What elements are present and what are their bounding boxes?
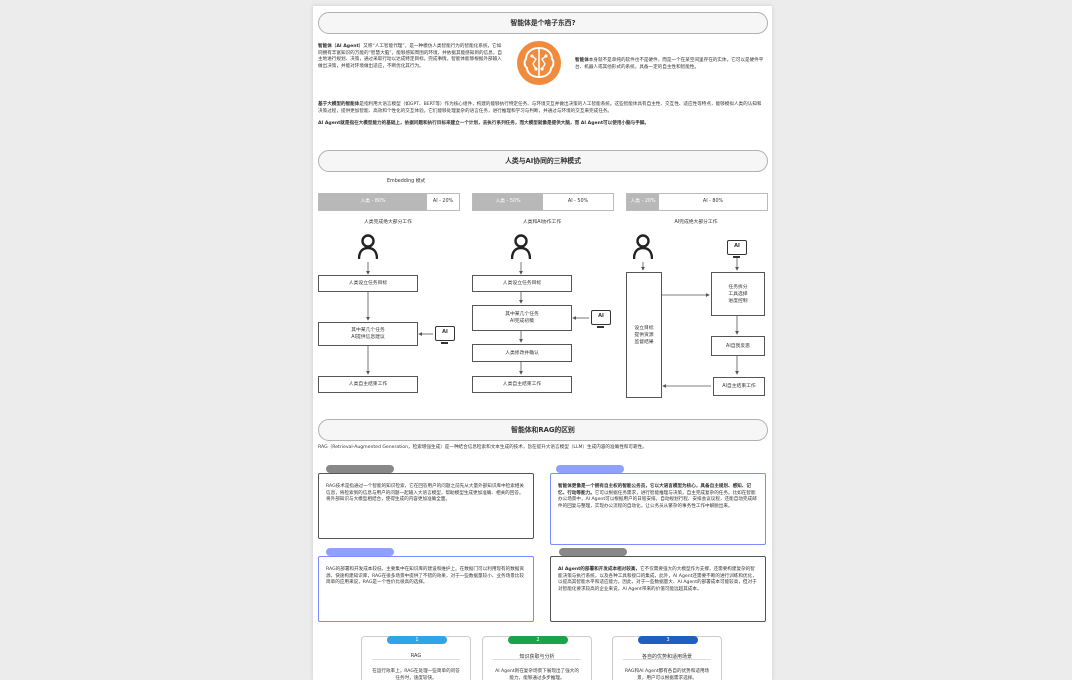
card-agent: 智能体更像是一个拥有自主权的智能公务员，它以大语言模型为核心，具备自主规划、感知… <box>550 473 766 545</box>
flow-connectors <box>366 258 739 388</box>
ratio-human-3: 人类 - 20% <box>627 194 659 210</box>
flow-box-col3-end: AI自主结束工作 <box>713 377 765 396</box>
ratio-bar-col-1: 人类 - 80% AI - 20% <box>318 193 460 211</box>
step-desc-1: 在运行效率上，RAG在处理一些简单的问答任务时，速度较快。 <box>372 669 460 680</box>
rag-intro-text: RAG（Retrieval-Augmented Generation，检索增强生… <box>318 445 647 450</box>
ratio-ai-1: AI - 20% <box>427 194 459 210</box>
step-number-2: 2 <box>508 636 568 644</box>
flow-box-col3-reflection: AI自我反思 <box>711 336 765 356</box>
section-title-agent-vs-rag: 智能体和RAG的区别 <box>318 419 768 441</box>
flow-box-col1-end: 人类自主结束工作 <box>318 376 418 393</box>
step-title-1: RAG <box>410 653 422 659</box>
ai-monitor-icon-col-1: AI <box>435 326 455 344</box>
flow-box-col3-planning: 任务拆分 工具选择 进度控制 <box>711 272 765 316</box>
step-desc-2: AI Agent则在复杂场景下展现出了强大的能力，能够通过多步推理。 <box>495 669 579 680</box>
flow-box-col1-ai-suggest: 其中某几个任务 AI提供信息建议 <box>318 322 418 346</box>
person-icon-col-2 <box>510 234 532 264</box>
flow-box-col1-start: 人类设立任务目标 <box>318 275 418 292</box>
flow-box-col2-review: 人类修改并确认 <box>472 344 572 362</box>
intro-paragraph-2: 基于大模型的智能体是指利用大语言模型（如GPT、BERT等）作为核心组件，构建的… <box>318 102 766 115</box>
ratio-bar-col-3: 人类 - 20% AI - 80% <box>626 193 768 211</box>
step-number-3: 3 <box>638 636 698 644</box>
brain-icon <box>516 40 562 86</box>
person-icon-col-1 <box>357 234 379 264</box>
intro-body-1: 又称“人工智能代理”，是一种模仿人类智能行为的智能化系统，它如同拥有丰富知识的万… <box>318 44 502 69</box>
flow-box-col2-start: 人类设立任务目标 <box>472 275 572 292</box>
step-card-1: 1 RAG 在运行效率上，RAG在处理一些简单的问答任务时，速度较快。 <box>361 636 471 680</box>
ratio-bar-col-2: 人类 - 50% AI - 50% <box>472 193 614 211</box>
section-title-collab-modes: 人类与AI协同的三种模式 <box>318 150 768 172</box>
intro-body-2: 是指利用大语言模型（如GPT、BERT等）作为核心组件，构建的能够执行特定任务、… <box>318 102 762 114</box>
ai-monitor-icon-col-2: AI <box>591 310 611 328</box>
intro-right-body: 本身就不是单纯的软件也不是硬件，而是一个在某空间里存在的实体，它可以是硬件平台、… <box>575 58 764 70</box>
ai-monitor-icon-col-3: AI <box>727 240 747 258</box>
card-agent-body: 它可以根据任务需求，进行智能推理与决策，自主完成复杂的任务。比如在智能办公场景中… <box>558 490 757 509</box>
intro-lead-2: 基于大模型的智能体 <box>318 102 360 107</box>
intro-right-lead: 智能体 <box>575 58 589 63</box>
step-title-3: 各自的优势和适用场景 <box>641 654 692 660</box>
step-number-1: 1 <box>387 636 447 644</box>
document-page: 智能体是个啥子东西? 智能体（AI Agent）又称“人工智能代理”，是一种模仿… <box>313 6 772 680</box>
card-agent-lead: 智能体更像是一个拥有自主权的智能公务员，它以大语言模型为核心，具备自主规划、感知… <box>558 484 751 496</box>
card-tag-agent-cost <box>559 548 627 556</box>
col-label-3: AI完成绝大部分工作 <box>674 220 718 225</box>
intro-lead-1: 智能体（AI Agent） <box>318 44 364 49</box>
card-rag-cost: RAG的部署和开发成本较低，主要集中在知识库的建设和维护上。在数据门可以利用现有… <box>318 556 534 622</box>
ratio-human-1: 人类 - 80% <box>319 194 427 210</box>
step-title-2: 知识获取与分析 <box>519 654 555 660</box>
flow-box-col3-human-oversight: 设立目标 提供资源 监督结果 <box>626 272 662 398</box>
step-desc-3: RAG和AI Agent都有各自的优势和适用场景，用户可以根据需求选择。 <box>624 669 710 680</box>
card-tag-rag-cost <box>326 548 394 556</box>
card-agent-cost-body: 它不仅需要强大的大模型作为支撑，还需要构建复杂的智能决策与执行系统，以及各种工具… <box>558 567 757 592</box>
flow-box-col2-ai-draft: 其中某几个任务 AI完成初稿 <box>472 305 572 331</box>
intro-right-paragraph: 智能体本身就不是单纯的软件也不是硬件，而是一个在某空间里存在的实体，它可以是硬件… <box>575 58 765 71</box>
col-label-1: 人类完成绝大部分工作 <box>364 220 412 225</box>
col-label-2: 人类和AI协作工作 <box>522 220 562 225</box>
step-card-2: 2 知识获取与分析 AI Agent则在复杂场景下展现出了强大的能力，能够通过多… <box>482 636 592 680</box>
embedding-mode-label: Embedding 模式 <box>387 179 426 184</box>
ratio-human-2: 人类 - 50% <box>473 194 543 210</box>
person-icon-col-3 <box>632 234 654 264</box>
card-tag-agent <box>556 465 624 473</box>
flow-box-col2-end: 人类自主结束工作 <box>472 376 572 393</box>
intro-paragraph-3: AI Agent就是指在大模型能力的基础上，依据问题和执行目标来建立一个计划，去… <box>318 121 649 126</box>
ratio-ai-2: AI - 50% <box>543 194 613 210</box>
card-agent-cost: AI Agent的部署和开发成本相对较高，它不仅需要强大的大模型作为支撑，还需要… <box>550 556 766 622</box>
card-rag-tech: RAG技术是指通过一个智能的知识检索，它在回答用户的问题之前先从大量外部知识库中… <box>318 473 534 539</box>
step-card-3: 3 各自的优势和适用场景 RAG和AI Agent都有各自的优势和适用场景，用户… <box>612 636 722 680</box>
section-title-what-is-agent: 智能体是个啥子东西? <box>318 12 768 34</box>
ratio-ai-3: AI - 80% <box>659 194 767 210</box>
card-agent-cost-lead: AI Agent的部署和开发成本相对较高， <box>558 567 641 572</box>
intro-paragraph-1: 智能体（AI Agent）又称“人工智能代理”，是一种模仿人类智能行为的智能化系… <box>318 44 503 70</box>
card-tag-rag-tech <box>326 465 394 473</box>
